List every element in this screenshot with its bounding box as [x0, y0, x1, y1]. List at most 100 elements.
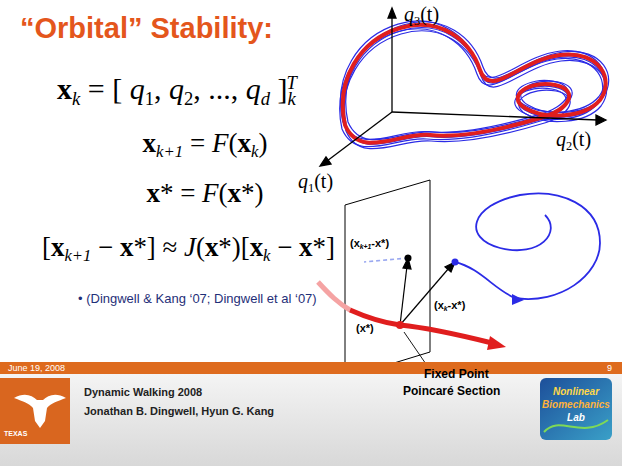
text-piece: = — [173, 178, 202, 208]
text-piece: q — [246, 72, 261, 105]
slide-number: 9 — [607, 363, 612, 373]
text-piece: T — [287, 72, 297, 93]
text-piece: − — [271, 232, 300, 262]
text-piece: , — [154, 72, 169, 105]
vector-label: (x*) — [356, 322, 374, 335]
text-piece: Biomechanics — [542, 399, 610, 410]
arrowhead — [487, 336, 506, 350]
text-piece: J — [184, 232, 196, 262]
text-piece: June 19, 2008 — [8, 363, 65, 373]
text-piece: 2 — [184, 88, 193, 109]
text-piece: 3 — [414, 14, 420, 28]
limit-cycle-front — [350, 310, 492, 343]
text-piece: ] — [270, 72, 288, 105]
text-piece: * — [218, 232, 231, 262]
orbit-trajectories — [340, 21, 609, 149]
text-piece: x — [250, 232, 263, 262]
text-piece: * — [160, 178, 174, 208]
text-piece: x — [143, 128, 157, 158]
text-piece: 1 — [145, 88, 154, 109]
text-piece: k+1 — [360, 243, 372, 250]
text-piece: ) — [232, 232, 241, 262]
lab-logo — [540, 378, 612, 440]
logo-text: Nonlinear — [553, 386, 599, 398]
text-piece: TEXAS — [4, 430, 27, 437]
text-piece: k — [444, 305, 448, 312]
text-piece: k+1 — [64, 246, 91, 265]
text-piece: Dynamic Walking 2008 — [84, 386, 202, 398]
text-piece: x — [205, 232, 218, 262]
trajectory-behind — [364, 258, 408, 262]
text-piece: , ..., — [193, 72, 246, 105]
axis-label: q1(t) — [298, 170, 333, 195]
limit-cycle-behind — [318, 282, 350, 310]
text-piece: k+1 — [156, 142, 183, 161]
text-piece: ) — [258, 128, 267, 158]
callout-label: Fixed Point — [424, 368, 489, 382]
text-piece: k — [72, 88, 80, 109]
state-dot — [452, 259, 459, 266]
text-piece: -x*) — [448, 299, 466, 311]
equation: xk = [ q1, q2, ..., qd ]kT — [57, 72, 297, 109]
text-piece: Fixed Point — [424, 367, 489, 381]
text-piece: * — [313, 232, 326, 262]
text-piece: ( — [228, 128, 237, 158]
text-piece: 9 — [607, 363, 612, 373]
text-piece: q — [404, 3, 414, 25]
equation: xk+1 = F(xk) — [143, 128, 268, 161]
footer-ground — [0, 374, 622, 466]
logo-text: Biomechanics — [542, 399, 610, 411]
text-piece: ] — [147, 232, 156, 262]
callout-label: Poincaré Section — [403, 385, 500, 399]
trajectory — [455, 193, 600, 299]
logo-text: Lab — [567, 412, 585, 424]
text-piece: q — [298, 170, 308, 192]
logo-text: TEXAS — [4, 430, 27, 438]
deviation-arrows — [400, 258, 455, 325]
text-piece: x — [228, 178, 242, 208]
text-piece: (x*) — [356, 322, 374, 334]
footer-date: June 19, 2008 — [8, 363, 65, 373]
text-piece: d — [261, 88, 270, 109]
text-piece: x — [51, 232, 64, 262]
text-piece: (t) — [420, 3, 439, 25]
longhorn — [14, 395, 66, 428]
text-piece: Nonlinear — [553, 386, 599, 397]
text-piece: -x*) — [371, 237, 389, 249]
text-piece: [ — [241, 232, 250, 262]
text-piece: ≈ — [156, 232, 184, 262]
text-piece: 1 — [308, 181, 314, 195]
axis-label: q2(t) — [556, 128, 591, 153]
text-piece: − — [91, 232, 120, 262]
vector-label: (xk+1-x*) — [350, 237, 389, 251]
arrowhead — [512, 294, 524, 305]
text-piece: ) — [255, 178, 264, 208]
limit-cycle — [343, 25, 606, 143]
text-piece: (t) — [572, 128, 591, 150]
text-piece: Lab — [567, 412, 585, 423]
poincare-plane — [345, 180, 430, 378]
axis-label: q3(t) — [404, 3, 439, 28]
text-piece: (t) — [314, 170, 333, 192]
text-piece: x — [146, 178, 160, 208]
footer-bar — [0, 362, 622, 374]
text-piece: q — [169, 72, 184, 105]
text-piece: (x — [350, 237, 360, 249]
text-piece: (x — [434, 299, 444, 311]
text-piece: = [ — [80, 72, 129, 105]
footer-authors: Jonathan B. Dingwell, Hyun G. Kang — [84, 405, 274, 418]
text-piece: • (Dingwell & Kang ‘07; Dingwell et al ‘… — [78, 291, 317, 306]
text-piece: Poincaré Section — [403, 384, 500, 398]
text-piece: * — [133, 232, 146, 262]
text-piece: F — [202, 178, 219, 208]
text-piece: q — [556, 128, 566, 150]
text-piece: 2 — [566, 139, 572, 153]
plot-axes — [320, 8, 606, 166]
text-piece: q — [130, 72, 145, 105]
text-piece: = — [183, 128, 212, 158]
footer-event: Dynamic Walking 2008 — [84, 386, 202, 399]
text-piece: x — [237, 128, 251, 158]
equation: x* = F(x*) — [146, 178, 263, 209]
text-piece: ( — [219, 178, 228, 208]
text-piece: ] — [326, 232, 335, 262]
